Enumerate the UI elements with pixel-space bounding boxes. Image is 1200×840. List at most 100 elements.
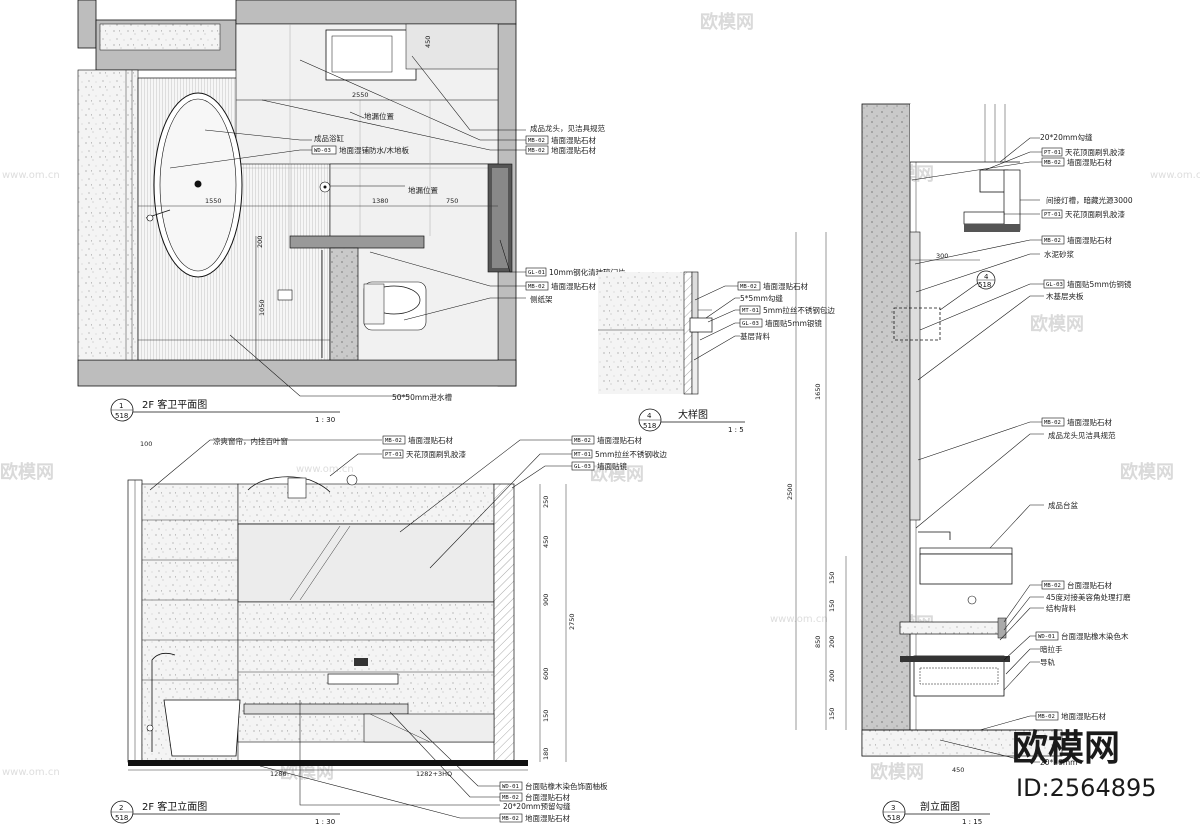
drawing-text: 4 [647,412,652,420]
watermark-url: www.om.cn [2,170,60,181]
drawing-text: MB-02 [528,148,545,154]
elevation-note: 墙面贴镜 [597,461,627,471]
section-note: 墙面湿贴石材 [1067,235,1112,245]
drawing-text: 1 [119,402,123,410]
drawing-text: 3 [891,804,895,812]
watermark-text: 欧模网 [700,11,754,33]
watermark-text: 欧模网 [1030,313,1084,335]
section-title-block: 3 518 剖立面图 1 : 15 [882,800,990,826]
bathtub-elevation [163,699,241,757]
detail-note: 5mm拉丝不锈钢包边 [763,305,835,315]
drawing-text: 250 [542,496,550,508]
elevation-title: 2F 客卫立面图 [142,800,207,813]
detail-title-block: 4 518 大样图 1 : 5 [638,408,745,434]
section-note: 墙面贴5mm仿铜镜 [1067,279,1132,289]
drawing-text: 150 [828,572,836,584]
wall [77,359,517,387]
plan-view: 450 2550 1550 1380 750 200 1050 [77,0,626,424]
material-code-tag [525,281,549,291]
drawing-text: MB-02 [528,138,545,144]
basin [919,553,1013,585]
material-code-tag [525,145,549,155]
detail-note: 墙面湿贴石材 [763,281,808,291]
drawing-text: 518 [643,422,656,430]
drawing-text: MB-02 [574,438,591,444]
elevation-scale: 1 : 30 [315,818,335,826]
drawing-text: 450 [424,36,432,48]
watermark-id: ID:2564895 [1016,774,1157,802]
elevation-note: 台面湿贴石材 [525,792,570,802]
section-note: 台面湿贴橡木染色木 [1061,631,1129,641]
drawing-text: PT-01 [385,452,402,458]
partition [329,247,359,361]
elevation-view: 250 450 900 600 150 180 2750 100 1286 12… [110,435,667,826]
watermark-text: 欧模网 [0,461,54,483]
counter [899,621,1005,635]
drawing-text: 180 [542,748,550,760]
partition [289,235,425,249]
watermark-text: 欧模网 [280,761,334,783]
detail-title: 大样图 [678,408,708,421]
drawing-text: MT-01 [742,308,759,314]
section-note: 结构背料 [1046,603,1076,613]
watermark-url: www.om.cn [1150,170,1200,181]
mirror [237,523,495,603]
elevation-note: 天花顶面刷乳胶漆 [406,449,466,459]
plan-note: 地漏位置 [364,111,394,121]
elevation-bottom-leaders [259,700,500,819]
drawing-text: 100 [140,440,152,448]
drawing-text: 2750 [568,613,576,630]
drawing-text: MB-02 [740,284,757,290]
detail-callout-box [893,307,941,341]
drawing-text: MB-02 [502,795,519,801]
section-note: 成品台盆 [1048,500,1078,510]
drawing-text: 150 [828,600,836,612]
plan-scale: 1 : 30 [315,416,335,424]
drawing-text: MB-02 [1044,160,1061,166]
dimension-label: 200 [256,236,264,248]
section-note: 45度对接美容角处理打磨 [1046,592,1131,602]
drawing-text: 450 [952,766,964,774]
drawing-text: 150 [542,710,550,722]
drawing-text: MB-02 [1044,238,1061,244]
section-note: 墙面湿贴石材 [1067,417,1112,427]
plan-note: 地面湿贴石材 [551,145,596,155]
dimension-label: 1550 [205,197,222,205]
drawing-text: MB-02 [528,284,545,290]
material-code-tag [525,267,547,277]
drawing-text: 518 [978,281,991,289]
watermark-brand-large: 欧模网 [1012,728,1120,769]
structure-wall [861,103,911,757]
section-note: 墙面湿贴石材 [1067,157,1112,167]
detail-note: 5*5mm勾缝 [740,293,783,303]
wall [235,0,517,25]
elevation-note: 20*20mm预留勾缝 [503,801,571,811]
material-code-tag [311,145,337,155]
section-note: 水泥砂浆 [1044,249,1074,259]
dimension-label: 2550 [352,91,369,99]
drawing-text: MB-02 [1044,583,1061,589]
section-note: 20*20mm [1040,758,1077,767]
dimension-label: 1380 [372,197,389,205]
plan-note: 墙面湿贴石材 [551,281,596,291]
watermark-text: 欧模网 [870,761,924,783]
section-note: 天花顶面刷乳胶漆 [1065,147,1125,157]
elevation-title-block: 2 518 2F 客卫立面图 1 : 30 [110,800,340,826]
watermark-brand-block: 欧模网 ID:2564895 [1012,728,1157,802]
drawing-text: 150 [828,708,836,720]
wall [77,0,97,49]
section-note: 地面湿贴石材 [1061,711,1106,721]
drawing-text: MB-02 [1044,420,1061,426]
plan-note: 10mm钢化清玻璃门片 [549,267,626,277]
drawing-text: 1650 [814,383,822,400]
drawing-text: PT-01 [1044,212,1061,218]
drawing-text: WD-01 [1038,634,1055,640]
drawing-text: WD-01 [502,784,519,790]
drawing-text: GL-03 [742,321,759,327]
elevation-note: 地面湿贴石材 [525,813,570,823]
section-title: 剖立面图 [920,800,960,813]
detail-scale: 1 : 5 [728,426,744,434]
drawing-text: 850 [814,636,822,648]
drawing-text: 2500 [786,483,794,500]
drawing-text: 1282+3HQ [416,770,452,778]
